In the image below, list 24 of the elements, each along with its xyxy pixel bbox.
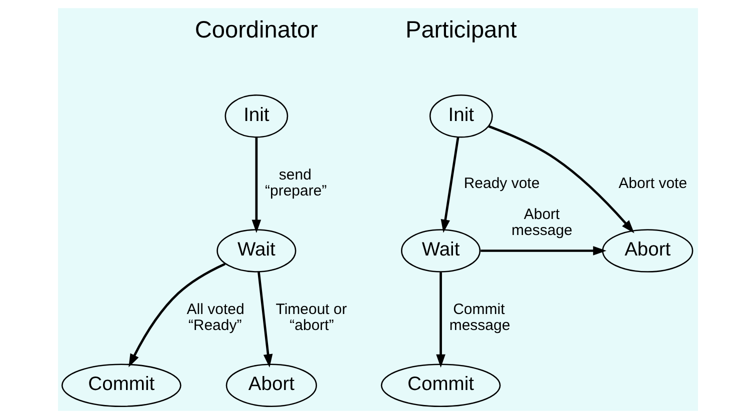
- arrow: [480, 246, 606, 256]
- node-ellipse: Commit: [380, 364, 501, 408]
- edge-label: Abort vote: [618, 174, 688, 192]
- node-ellipse: Init: [224, 94, 288, 138]
- edge-label: Timeout or “abort”: [276, 300, 347, 334]
- arrow: [440, 137, 460, 233]
- arrow: [258, 272, 273, 368]
- node-ellipse: Commit: [61, 364, 182, 408]
- edge-label: send “prepare”: [265, 166, 327, 200]
- edge-label: Abort message: [512, 206, 572, 239]
- label: Coordinator: [194, 16, 318, 43]
- node-ellipse: Wait: [400, 229, 481, 272]
- edge-label: Ready vote: [464, 174, 540, 192]
- arrow: [436, 272, 446, 368]
- label: Participant: [405, 16, 517, 43]
- edge-label: All voted “Ready”: [186, 300, 244, 334]
- arrow: [252, 138, 262, 234]
- arrow: [128, 262, 226, 368]
- node-ellipse: Abort: [226, 364, 318, 408]
- node-ellipse: Abort: [602, 229, 694, 272]
- arrow: [488, 125, 634, 234]
- node-ellipse: Wait: [216, 229, 296, 272]
- edge-label: Commit message: [449, 300, 510, 334]
- node-ellipse: Init: [429, 94, 493, 138]
